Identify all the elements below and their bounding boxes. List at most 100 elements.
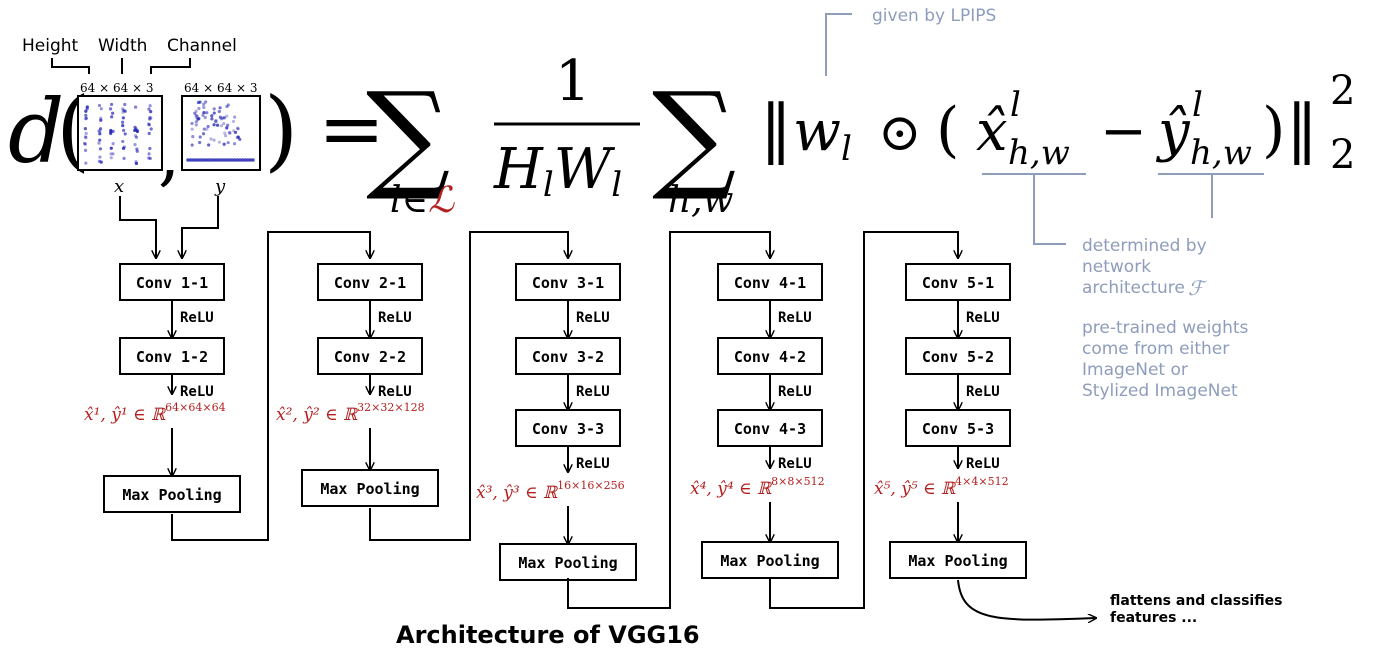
x-scatter-point: [83, 135, 88, 139]
y-scatter-point: [223, 131, 227, 135]
conv-1-1-box: [119, 263, 225, 301]
y-scatter-point: [233, 130, 238, 134]
x-scatter-point: [134, 161, 139, 165]
x-scatter-point: [149, 127, 153, 131]
x-bracket-leader: [1033, 174, 1066, 245]
weights-note-line3: ImageNet or: [1082, 360, 1188, 380]
x-scatter-point: [109, 146, 113, 150]
max-pooling-2-box: [301, 469, 439, 507]
y-scatter-baseline-point: [243, 158, 247, 162]
x-scatter-point: [109, 152, 113, 156]
layer-index: l∈ℒ: [390, 180, 455, 221]
diagram-title: Architecture of VGG16: [396, 621, 700, 649]
y-scatter-point: [191, 134, 195, 139]
y-scatter-baseline-point: [246, 158, 250, 162]
y-scatter-point: [226, 103, 230, 107]
y-scatter-point: [233, 115, 237, 119]
output-note-line2: features ...: [1110, 610, 1197, 626]
distance-symbol: d: [8, 80, 64, 183]
block3-to-block4-connector: [567, 231, 770, 609]
y-scatter-point: [209, 137, 213, 141]
x-scatter-point: [84, 117, 88, 121]
x-scatter-point: [97, 129, 101, 133]
norm-close: ‖: [1286, 92, 1318, 166]
y-scatter-point: [205, 111, 209, 115]
output-note-line1: flattens and classifies: [1110, 593, 1282, 609]
x-scatter-point: [98, 155, 102, 159]
x-scatter-point: [120, 120, 125, 124]
feature-space-3: x̂³, ŷ³ ∈ ℝ16×16×256: [476, 479, 625, 503]
block4-to-block5-connector: [769, 231, 958, 609]
sum-over-layers: ∑: [366, 66, 450, 204]
relu-label-1-2: ReLU: [180, 384, 214, 400]
x-scatter-point: [98, 129, 102, 133]
x-scatter-point: [83, 142, 87, 146]
y-scatter-point: [207, 143, 211, 147]
y-scatter-point: [222, 122, 226, 126]
y-scatter-baseline-point: [217, 158, 221, 162]
y-image-scatter: [186, 100, 255, 162]
max-pooling-1-box: [103, 475, 241, 513]
x-scatter-point: [99, 160, 103, 164]
y-scatter-point: [202, 102, 206, 106]
x-scatter-point: [122, 128, 126, 132]
feature-space-3-base: x̂³, ŷ³ ∈ ℝ: [476, 483, 559, 503]
conv-3-1-label: Conv 3-1: [532, 274, 604, 292]
determined-note-line1: determined by: [1082, 236, 1207, 256]
channel-leader: [150, 58, 191, 74]
numerator-one: 1: [555, 49, 591, 114]
max-pooling-5-label: Max Pooling: [908, 552, 1007, 570]
y-scatter-point: [235, 126, 240, 130]
y-feature-term: ŷ: [1155, 99, 1191, 164]
feature-space-1-dims: 64×64×64: [165, 401, 225, 414]
y-scatter-baseline-point: [248, 158, 253, 162]
y-shape-label: 64 × 64 × 3: [184, 81, 258, 95]
y-scatter-point: [222, 116, 226, 120]
conv-3-3-label: Conv 3-3: [532, 420, 604, 438]
x-scatter-point: [147, 152, 151, 156]
x-scatter-point: [134, 159, 138, 164]
conv-5-2-label: Conv 5-2: [922, 348, 994, 366]
x-scatter-point: [108, 107, 113, 111]
conv-3-3-box: [515, 409, 621, 447]
x-scatter-point: [109, 131, 113, 135]
y-scatter-point: [218, 106, 222, 110]
y-scatter-point: [190, 143, 194, 147]
conv-3-1-box: [515, 263, 621, 301]
x-scatter-point: [147, 156, 151, 160]
conv-4-2-label: Conv 4-2: [734, 348, 806, 366]
y-scatter-point: [198, 135, 202, 139]
minus-sign: −: [1100, 99, 1147, 164]
conv-1-2-label: Conv 1-2: [136, 348, 208, 366]
sum-over-positions: ∑: [652, 66, 736, 204]
max-pooling-2-label: Max Pooling: [320, 480, 419, 498]
inner-paren-close: ): [1262, 95, 1285, 165]
y-scatter-point: [210, 117, 214, 121]
relu-label-3-3: ReLU: [576, 456, 610, 472]
height-leader: [51, 58, 90, 74]
architecture-symbol: ℱ: [1188, 276, 1207, 300]
x-scatter-point: [149, 110, 153, 114]
x-scatter-point: [111, 111, 115, 115]
y-scatter-point: [203, 115, 207, 120]
relu-label-5-2: ReLU: [966, 384, 1000, 400]
y-scatter-point: [205, 127, 209, 131]
conv-4-1-box: [717, 263, 823, 301]
y-scatter-baseline-point: [214, 158, 219, 162]
y-scatter-point: [196, 100, 201, 105]
conv-5-2-box: [905, 337, 1011, 375]
relu-label-4-1: ReLU: [778, 310, 812, 326]
equals-sign: =: [318, 82, 385, 175]
y-scatter-point: [226, 123, 230, 127]
x-scatter-point: [133, 134, 138, 138]
weights-note-line1: pre-trained weights: [1082, 318, 1249, 338]
x-image-scatter: [83, 102, 153, 166]
x-scatter-point: [135, 147, 139, 151]
y-label: y: [214, 176, 226, 197]
y-scatter-point: [214, 119, 218, 124]
